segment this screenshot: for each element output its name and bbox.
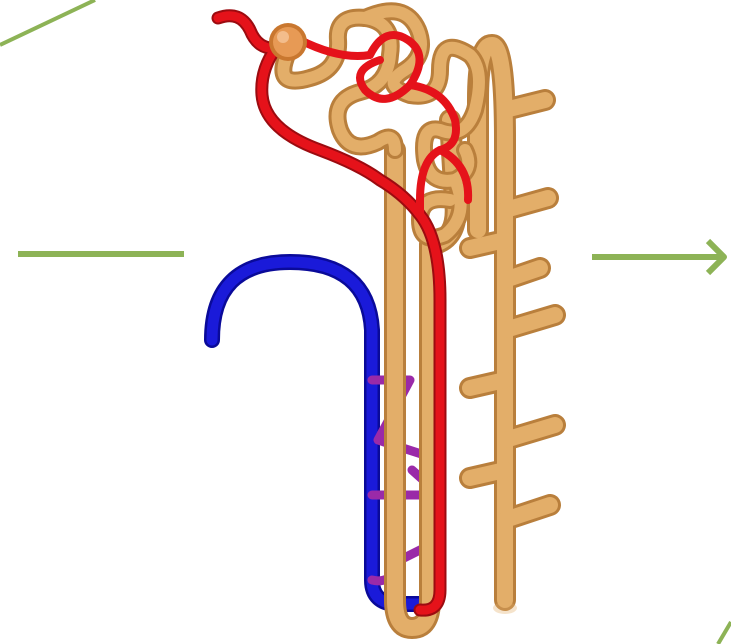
collecting-duct (470, 45, 555, 614)
glomerulus (269, 23, 307, 61)
bottom-right-diagonal-line (718, 622, 731, 644)
duct-reflection (493, 602, 517, 614)
top-left-diagonal-line (0, 0, 95, 45)
